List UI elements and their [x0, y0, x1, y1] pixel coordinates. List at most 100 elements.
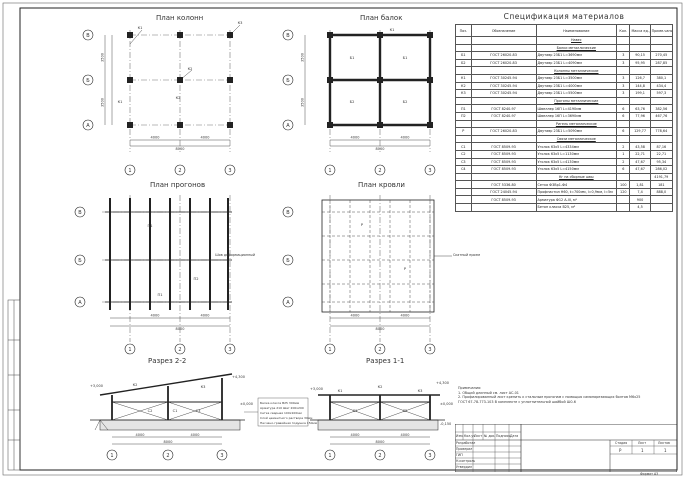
spec-cell-22-3	[616, 203, 631, 212]
spec-cell-20-1: ГОСТ 24045-94	[470, 187, 537, 197]
spec-cell-22-1	[470, 203, 537, 212]
spec-cell-10-5: 467,76	[649, 111, 674, 121]
dim-span-b-v0: 4000	[201, 136, 210, 140]
roof-edge-label: Шов деформационный	[215, 253, 255, 257]
mark-2: К3	[238, 21, 243, 25]
spec-cell-22-5	[649, 203, 674, 212]
sec-axis-1-s1-bubble	[324, 449, 336, 461]
spec-header-0: Поз.	[455, 24, 472, 37]
spec-cell-12-5: 778,64	[649, 127, 674, 136]
spec-cell-7-3: 3	[616, 89, 631, 98]
tb-role-1: Проверил	[456, 447, 473, 451]
sec-axis-2-s1-bubble	[374, 449, 386, 461]
spec-cell-2-3: 3	[616, 51, 631, 60]
axis-3-v1: 3	[428, 168, 431, 174]
note-line-0: Примечания:	[458, 386, 482, 390]
section-note-2: Сетка сварная 100х100мм	[260, 411, 302, 415]
axis-3-v0-bubble	[224, 164, 236, 176]
spec-cell-6-4: 144,8	[629, 81, 651, 91]
spec-cell-19-2: Сетка Ф3Вр1-Ф4	[535, 180, 618, 189]
mark-24: С2	[403, 409, 408, 413]
spec-cell-7-5: 597,3	[649, 89, 674, 98]
table-row: Навес	[455, 36, 674, 45]
spec-cell-6-3: 3	[616, 81, 631, 91]
spec-cell-12-1: ГОСТ 26020-83	[470, 127, 537, 136]
sec-dim-b-s0: 4000	[191, 433, 200, 437]
spec-cell-17-5: 286,02	[649, 165, 674, 174]
sec-axis-1-s1: 1	[328, 453, 331, 459]
spec-cell-11-5	[649, 119, 674, 129]
sec-dim-b-s1: 4000	[401, 433, 410, 437]
axis-2-v0: 2	[178, 168, 181, 174]
spec-cell-12-4: 129,77	[629, 127, 651, 136]
sec-dim-a-s1: 4000	[351, 433, 360, 437]
spec-cell-5-2: Двутавр 23Б1 L=3500мм	[535, 73, 618, 83]
spec-cell-20-4: 7,4	[629, 187, 651, 197]
spec-cell-13-1	[470, 134, 537, 144]
sheets-header: Листов	[658, 441, 670, 445]
spec-cell-14-5: 87,16	[649, 142, 674, 151]
mark-6: Б2	[350, 100, 355, 104]
mark-8: Б2	[403, 100, 408, 104]
spec-header-2: Наименование	[535, 24, 618, 37]
axis-1-v3-bubble	[324, 343, 336, 355]
sec-axis-2-s0: 2	[166, 453, 169, 459]
spec-cell-0-4	[629, 36, 651, 45]
table-row: Балки металлические	[455, 43, 674, 53]
mark-17: С1	[173, 409, 178, 413]
spec-cell-11-2: Ригель металлические	[535, 119, 618, 129]
sec-axis-3-s0: 3	[220, 453, 223, 459]
axis-3-v3-bubble	[424, 343, 436, 355]
axis-В-v0: В	[86, 33, 90, 39]
spec-cell-5-4: 126,7	[629, 73, 651, 83]
table-row: Колонны металлические	[455, 66, 674, 75]
spec-cell-1-0	[455, 43, 472, 53]
mark-16: К3	[201, 385, 206, 389]
spec-cell-19-3: 100	[616, 180, 631, 189]
spec-cell-8-1	[470, 96, 537, 106]
tb-header-3: № док.	[484, 434, 496, 438]
spec-cell-18-3	[616, 172, 631, 182]
axis-2-v3-bubble	[374, 343, 386, 355]
spec-cell-14-3: 2	[616, 142, 631, 151]
axis-А-v2: А	[78, 300, 82, 306]
axis-3-v3: 3	[428, 347, 431, 353]
spec-cell-16-2: Уголок 63х5 L=4130мм	[535, 157, 618, 167]
spec-cell-5-5: 380,1	[649, 73, 674, 83]
mark-19: С3	[196, 409, 201, 413]
spec-cell-16-4: 47,67	[629, 157, 651, 167]
tb-role-0: Разработал	[456, 441, 476, 445]
stage-header: Стадия	[615, 441, 628, 445]
mark-12: П1	[158, 293, 163, 297]
dim-total-v3: 8000	[376, 327, 385, 331]
axis-В-v2-bubble	[74, 206, 86, 218]
spec-cell-9-2: Швеллер 16П L=4190мм	[535, 104, 618, 113]
axis-3-v2-bubble	[224, 343, 236, 355]
spec-cell-7-4: 199,1	[629, 89, 651, 98]
axis-А-v1-bubble	[282, 119, 294, 131]
spec-cell-18-4	[629, 172, 651, 182]
dim-span-a-v3: 4000	[351, 314, 360, 318]
spec-cell-7-0: К3	[455, 89, 472, 98]
spec-cell-8-2: Прогоны металлические	[535, 96, 618, 106]
axis-Б-v1-bubble	[282, 74, 294, 86]
sheet-format: Формат А3	[640, 472, 659, 476]
spec-cell-11-3	[616, 119, 631, 129]
dim-total-v0: 8000	[176, 147, 185, 151]
elev-zero-1-1: ±0,000	[440, 402, 453, 406]
axis-1-v0: 1	[128, 168, 131, 174]
spec-cell-8-0	[455, 96, 472, 106]
axis-Б-v3-bubble	[282, 254, 294, 266]
spec-cell-4-4	[629, 66, 651, 75]
mark-13: Р	[361, 223, 364, 227]
plan-purlins	[102, 195, 232, 342]
axis-Б-v3: Б	[286, 258, 290, 264]
